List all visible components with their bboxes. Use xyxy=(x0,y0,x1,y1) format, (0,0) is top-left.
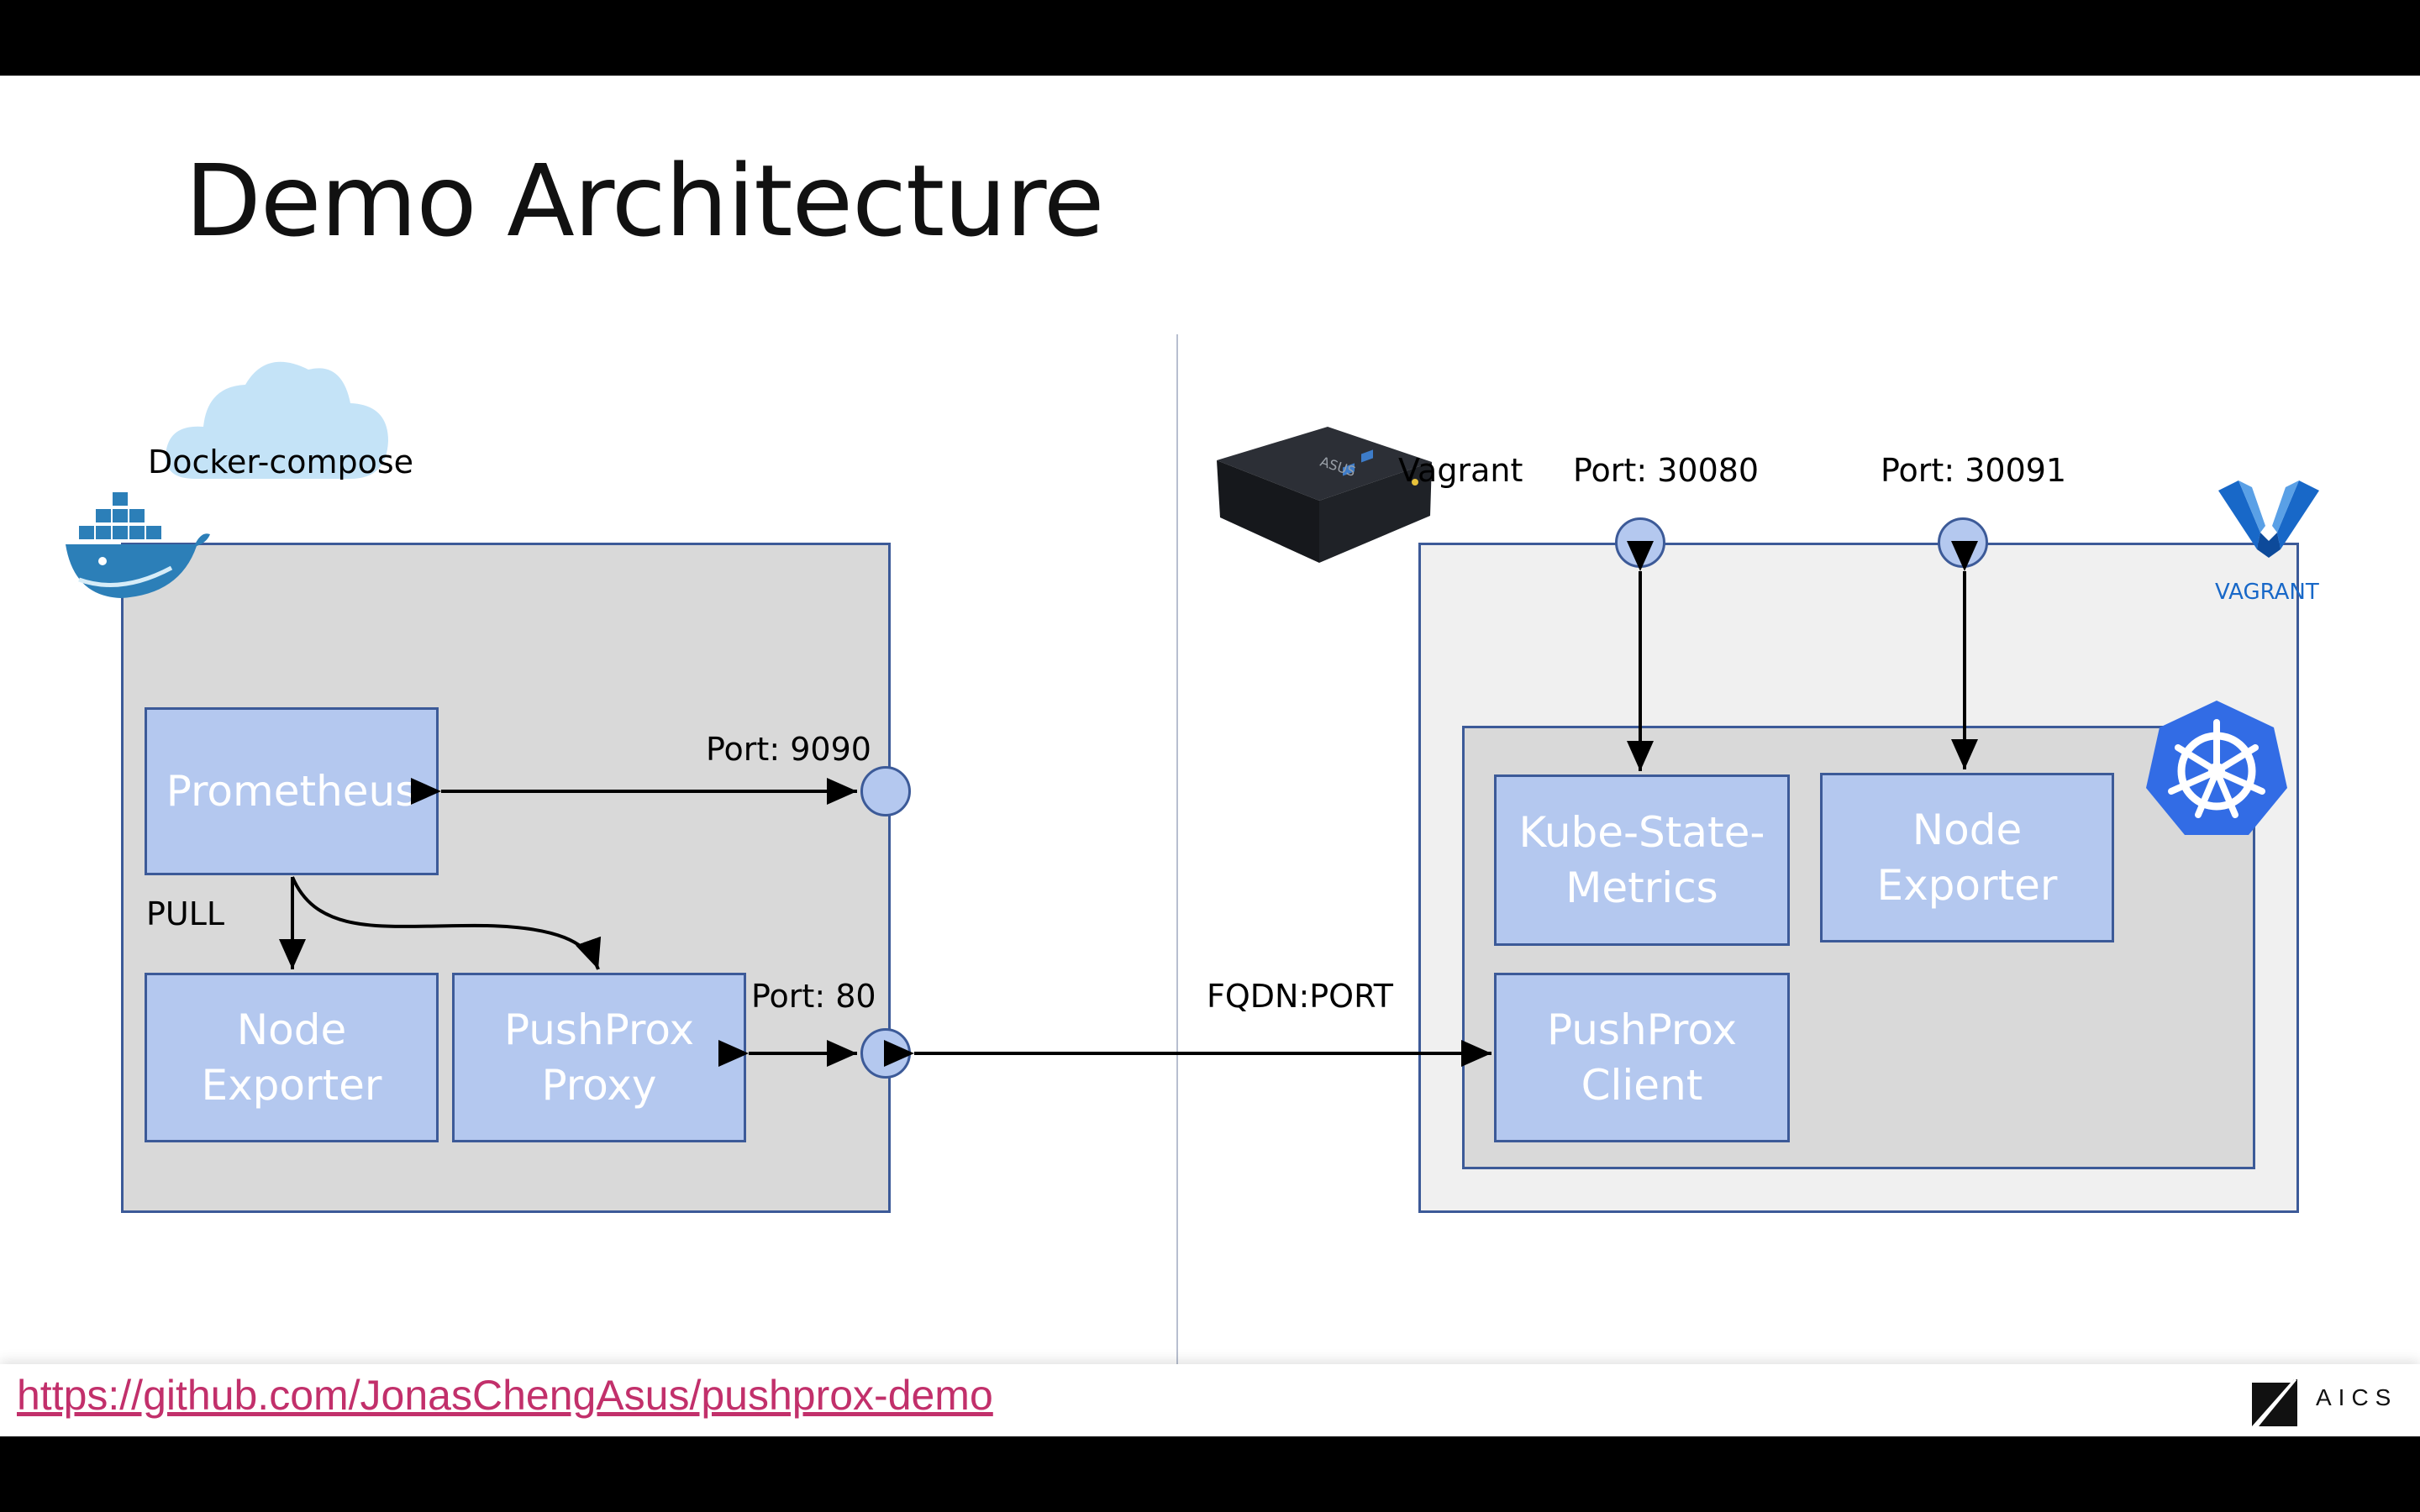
slide-title: Demo Architecture xyxy=(185,143,1105,259)
port-9090-label: Port: 9090 xyxy=(706,731,871,768)
node-exporter-box: Node Exporter xyxy=(145,973,439,1142)
fqdn-port-label: FQDN:PORT xyxy=(1207,978,1393,1015)
connectors xyxy=(279,541,1978,1067)
vagrant-logo-icon xyxy=(2218,480,2319,558)
node-exporter-k8s-box: Node Exporter xyxy=(1820,773,2114,942)
pull-pushprox-proxy-arrow xyxy=(291,876,602,970)
vagrant-label: Vagrant xyxy=(1398,452,1523,489)
prometheus-box: Prometheus xyxy=(145,707,439,875)
asus-mini-pc-icon: ASUS xyxy=(1217,427,1432,563)
cloud-icon xyxy=(166,361,388,479)
port-30080-label: Port: 30080 xyxy=(1573,452,1760,489)
vagrant-logo-text: VAGRANT xyxy=(2215,580,2319,605)
port-80-label: Port: 80 xyxy=(751,978,876,1015)
kube-state-metrics-box: Kube-State- Metrics xyxy=(1494,774,1790,946)
port-30091-label: Port: 30091 xyxy=(1881,452,2067,489)
pushprox-proxy-box: PushProx Proxy xyxy=(452,973,746,1142)
slide: Demo Architecture Docker-compose Prometh… xyxy=(0,76,2420,1436)
docker-whale-icon xyxy=(66,492,210,598)
kubernetes-helm-icon xyxy=(2146,701,2287,835)
aics-logo-text: AICS xyxy=(2316,1384,2398,1410)
pushprox-client-box: PushProx Client xyxy=(1494,973,1790,1142)
pull-label: PULL xyxy=(146,895,225,932)
footer-bar: https://github.com/JonasChengAsus/pushpr… xyxy=(0,1364,2420,1436)
section-divider xyxy=(1176,334,1178,1426)
github-link[interactable]: https://github.com/JonasChengAsus/pushpr… xyxy=(17,1372,993,1419)
docker-compose-label: Docker-compose xyxy=(148,444,414,480)
aics-logo-icon xyxy=(2252,1378,2297,1427)
port-9090-circle xyxy=(860,766,911,816)
